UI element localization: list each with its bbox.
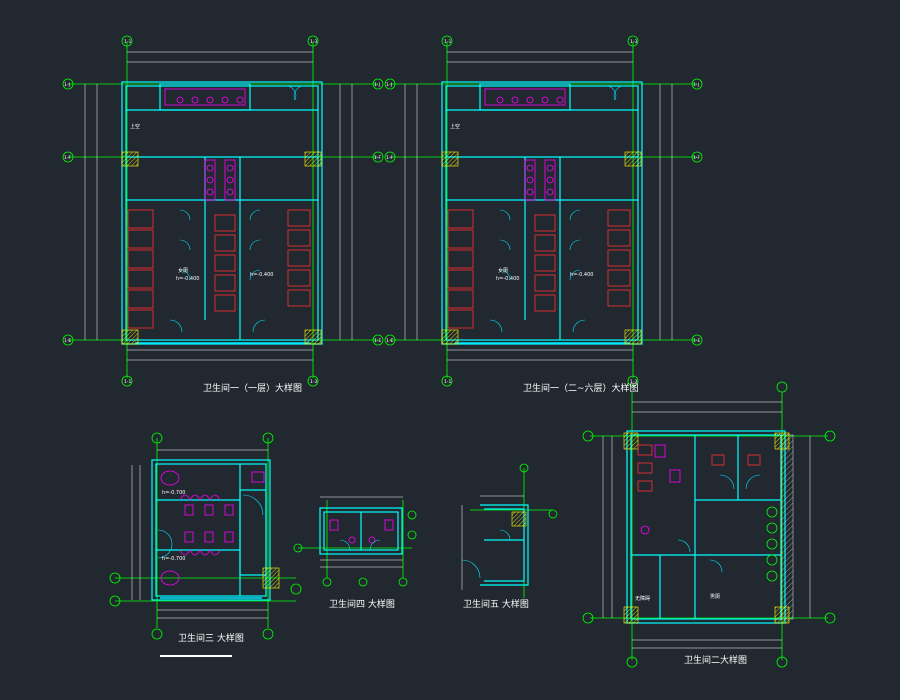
svg-text:1-3: 1-3	[310, 379, 317, 385]
plan-2-title: 卫生间一（二~六层）大样图	[523, 382, 639, 394]
axis-grid	[470, 463, 558, 598]
urinals	[524, 159, 556, 201]
level-label-2: h=-0.400	[250, 272, 273, 278]
stalls-mid	[534, 214, 556, 312]
axis-grid	[384, 35, 703, 387]
level-label-2: h=-0.700	[162, 556, 185, 562]
level-label: h=-0.400	[496, 276, 519, 282]
columns	[623, 432, 790, 624]
sinks	[164, 88, 246, 106]
axis-grid	[62, 35, 384, 387]
walls	[319, 507, 403, 555]
plan-2-toilet-upper-floors: 1-1 1-3 1-1 1-3 1-J 1-F 1-E 1-J 1-F 1-E	[384, 35, 703, 394]
room-label-men: 男厕	[710, 594, 720, 600]
walls	[626, 430, 786, 624]
plan-1-title: 卫生间一（一层）大样图	[203, 382, 302, 394]
stalls-right	[287, 209, 311, 307]
axis-grid	[293, 500, 417, 587]
fixtures	[640, 444, 681, 535]
dimension-lines	[131, 449, 268, 619]
svg-text:1-E: 1-E	[386, 338, 393, 344]
plan-5-title: 卫生间五 大样图	[463, 598, 529, 610]
door-swings	[157, 494, 264, 559]
walls	[121, 81, 323, 345]
urinals	[204, 159, 236, 201]
svg-text:1-3: 1-3	[310, 39, 317, 45]
svg-text:1-1: 1-1	[444, 379, 451, 385]
room-labels: 上空 女厕 h=-0.400 h=-0.400	[130, 123, 273, 282]
stalls-left	[127, 209, 154, 329]
level-label: h=-0.400	[176, 276, 199, 282]
level-label: h=-0.700	[162, 490, 185, 496]
dimension-lines	[602, 401, 811, 649]
plan-1-toilet-first-floor: 1-1 1-3 1-1 1-3 1-J 1-F 1-E 1-J 1-F 1-E	[62, 35, 384, 394]
svg-text:1-E: 1-E	[693, 338, 700, 344]
columns	[262, 567, 280, 589]
svg-text:1-E: 1-E	[374, 338, 381, 344]
level-label-2: h=-0.400	[570, 272, 593, 278]
plan-3-title: 卫生间三 大样图	[178, 632, 244, 644]
axis-labels: 1-1 1-3 1-1 1-3 1-J 1-F 1-E 1-J 1-F 1-E	[386, 39, 700, 385]
svg-text:1-J: 1-J	[693, 82, 699, 88]
stalls-left	[447, 209, 474, 329]
plan-6-toilet-two: 无障碍 男厕 卫生间二大样图	[582, 381, 836, 668]
door-swings	[489, 85, 626, 333]
room-label-accessible: 无障碍	[635, 595, 650, 602]
svg-text:1-F: 1-F	[386, 155, 393, 161]
svg-text:1-J: 1-J	[374, 82, 380, 88]
axis-grid	[582, 381, 836, 668]
door-swings	[461, 529, 511, 579]
sinks	[484, 88, 566, 106]
plan-4-toilet-four: 卫生间四 大样图	[293, 496, 417, 610]
svg-text:1-F: 1-F	[693, 155, 700, 161]
walls	[480, 504, 529, 586]
axis-labels: 1-1 1-3 1-1 1-3 1-J 1-F 1-E 1-J 1-F 1-E	[64, 39, 381, 385]
door-swings	[677, 474, 761, 573]
room-labels: h=-0.700 h=-0.700	[162, 490, 185, 562]
hatched-wall	[780, 434, 794, 620]
plan-3-toilet-three: h=-0.700 h=-0.700 卫生间三 大样图	[109, 432, 302, 657]
stalls-mid	[214, 214, 236, 312]
sinks	[766, 506, 778, 582]
dimension-lines	[84, 51, 353, 361]
door-swings	[339, 539, 381, 551]
svg-text:1-1: 1-1	[124, 39, 131, 45]
svg-text:1-3: 1-3	[630, 379, 637, 385]
plan-5-toilet-five: 卫生间五 大样图	[461, 463, 558, 610]
columns	[511, 511, 527, 527]
plan-6-title: 卫生间二大样图	[684, 654, 747, 666]
room-labels: 无障碍 男厕	[635, 594, 720, 602]
fixtures	[160, 470, 265, 586]
dimension-lines	[320, 496, 403, 568]
svg-text:1-1: 1-1	[444, 39, 451, 45]
room-label-upper: 上空	[450, 123, 460, 130]
columns	[121, 151, 322, 345]
columns	[441, 151, 642, 345]
door-swings	[169, 85, 306, 333]
dimension-lines	[461, 495, 524, 590]
svg-text:1-1: 1-1	[124, 379, 131, 385]
svg-text:1-F: 1-F	[374, 155, 381, 161]
room-label-women: 女厕	[178, 267, 188, 274]
walls	[151, 459, 271, 601]
stalls-right	[607, 209, 631, 307]
fixtures	[329, 519, 394, 544]
svg-text:1-J: 1-J	[386, 82, 392, 88]
stalls	[637, 444, 761, 492]
plan-4-title: 卫生间四 大样图	[329, 598, 395, 610]
walls	[441, 81, 643, 345]
svg-text:1-3: 1-3	[630, 39, 637, 45]
room-label-upper: 上空	[130, 123, 140, 130]
svg-text:1-E: 1-E	[64, 338, 71, 344]
svg-text:1-J: 1-J	[64, 82, 70, 88]
room-labels: 上空 女厕 h=-0.400 h=-0.400	[450, 123, 593, 282]
room-label-women: 女厕	[498, 267, 508, 274]
dimension-lines	[404, 51, 673, 361]
svg-text:1-F: 1-F	[64, 155, 71, 161]
